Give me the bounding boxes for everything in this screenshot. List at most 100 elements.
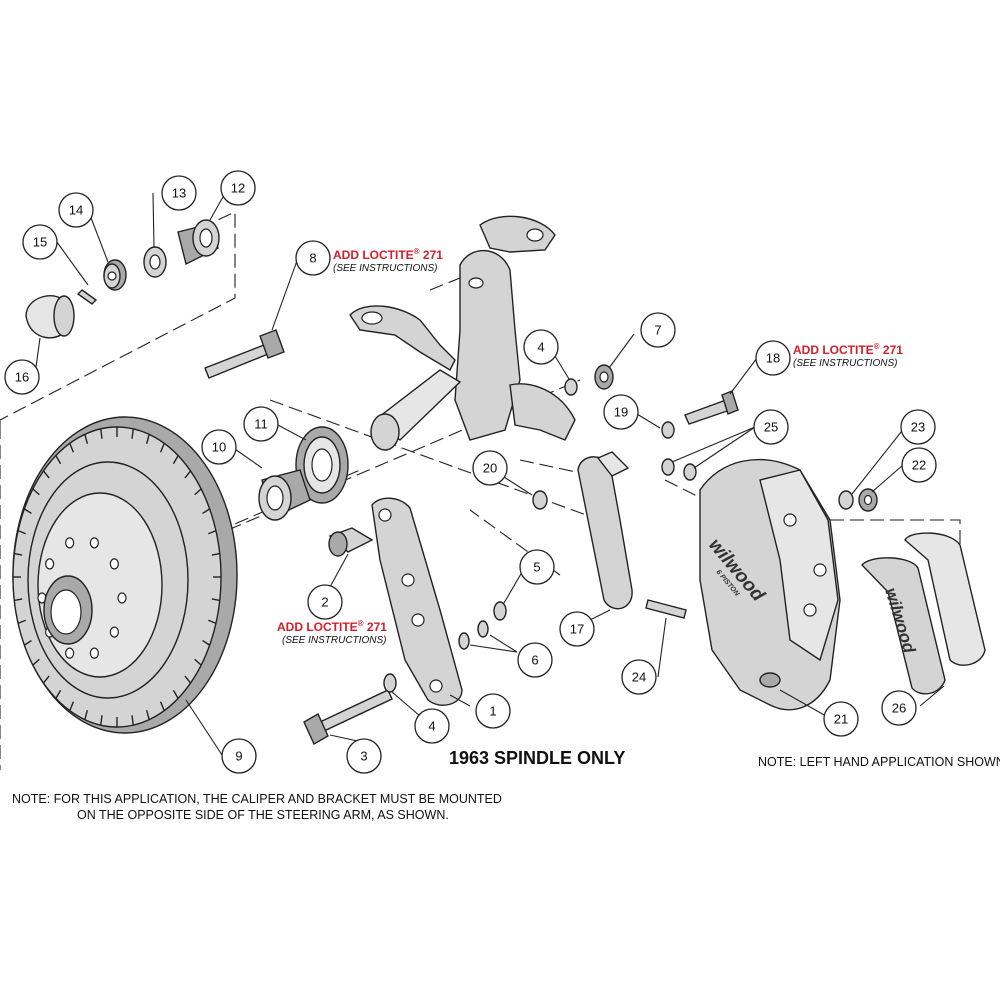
- rotor-vent: [131, 715, 134, 726]
- rotor-vent: [208, 529, 217, 535]
- svg-text:4: 4: [428, 719, 435, 734]
- cotter-pin: [76, 289, 98, 305]
- callout-16: 16: [4, 359, 40, 395]
- rotor-vent: [17, 619, 26, 625]
- svg-text:ADD LOCTITE® 271: ADD LOCTITE® 271: [333, 247, 443, 262]
- svg-text:22: 22: [912, 458, 926, 473]
- nut-7: [594, 364, 614, 390]
- callout-5: 5: [519, 549, 555, 585]
- grease-seal: [295, 426, 349, 504]
- callout-15: 15: [22, 224, 58, 260]
- loctite-note-bolt-2: ADD LOCTITE® 271 (SEE INSTRUCTIONS): [277, 619, 387, 646]
- svg-text:4: 4: [537, 340, 544, 355]
- callout-7: 7: [640, 312, 676, 348]
- rotor-vent: [23, 508, 32, 515]
- inner-bearing: [258, 469, 311, 521]
- loctite-note-bolt-18: ADD LOCTITE® 271 (SEE INSTRUCTIONS): [793, 342, 903, 369]
- rotor-vent: [202, 508, 211, 515]
- rotor-vent: [17, 529, 26, 535]
- washer-23: [838, 490, 854, 510]
- rotor-vent: [159, 443, 165, 453]
- dust-cap: [25, 295, 75, 339]
- stud-24: [645, 599, 687, 619]
- callout-13: 13: [161, 175, 197, 211]
- rotor-vent: [172, 455, 179, 465]
- callout-18: 18: [755, 340, 791, 376]
- callout-11: 11: [243, 406, 279, 442]
- rotor-vent: [159, 701, 165, 711]
- rotor-vent: [55, 455, 62, 465]
- bolt-8: [204, 329, 285, 379]
- rotor-lug-hole: [109, 558, 119, 570]
- rotor-vent: [42, 470, 50, 479]
- rotor-vent: [84, 434, 89, 445]
- svg-text:19: 19: [614, 405, 628, 420]
- rotor-vent: [32, 658, 40, 666]
- rotor-lug-hole: [89, 537, 99, 549]
- rotor-vent: [184, 470, 192, 479]
- svg-text:3: 3: [360, 749, 367, 764]
- callout-6: 6: [517, 642, 553, 678]
- rotor-vent: [131, 428, 134, 439]
- svg-text:12: 12: [231, 181, 245, 196]
- mounting-note-line-2: ON THE OPPOSITE SIDE OF THE STEERING ARM…: [77, 808, 449, 822]
- callout-21: 21: [823, 701, 859, 737]
- callout-badges: 1 2 3 4 4 5 6 7 8 9 10 11 12 13 14 15 16…: [4, 170, 937, 774]
- svg-text:23: 23: [911, 420, 925, 435]
- svg-text:5: 5: [533, 560, 540, 575]
- washer-20: [532, 490, 548, 510]
- svg-text:(SEE INSTRUCTIONS): (SEE INSTRUCTIONS): [333, 263, 437, 274]
- callout-24: 24: [621, 659, 657, 695]
- callout-4b: 4: [414, 708, 450, 744]
- callout-14: 14: [58, 192, 94, 228]
- nut-22: [858, 488, 878, 512]
- spindle: [349, 215, 576, 451]
- callout-22: 22: [901, 447, 937, 483]
- loctite-note-bolt-8: ADD LOCTITE® 271 (SEE INSTRUCTIONS): [333, 247, 443, 274]
- rotor: [12, 416, 238, 734]
- svg-text:25: 25: [764, 420, 778, 435]
- washer-4-lower: [383, 673, 397, 693]
- washer-25b: [683, 463, 697, 481]
- callout-4a: 4: [523, 329, 559, 365]
- rotor-vent: [211, 598, 220, 602]
- callout-10: 10: [201, 429, 237, 465]
- outer-bearing: [177, 219, 220, 266]
- svg-text:18: 18: [766, 351, 780, 366]
- diagram-title: 1963 SPINDLE ONLY: [449, 748, 626, 768]
- rotor-vent: [202, 639, 211, 646]
- rotor-vent: [145, 434, 150, 445]
- rotor-vent: [14, 552, 23, 556]
- rotor-lug-hole: [109, 626, 119, 638]
- callout-3: 3: [346, 738, 382, 774]
- brake-pads: wilwood: [861, 532, 986, 695]
- rotor-vent: [14, 598, 23, 602]
- svg-text:20: 20: [483, 461, 497, 476]
- washer-25a: [661, 458, 675, 476]
- mounting-note-line-1: NOTE: FOR THIS APPLICATION, THE CALIPER …: [12, 792, 502, 806]
- castle-nut: [103, 259, 127, 291]
- rotor-vent: [172, 689, 179, 699]
- svg-text:17: 17: [570, 622, 584, 637]
- rotor-vent: [42, 675, 50, 684]
- callout-8: 8: [295, 240, 331, 276]
- rotor-vent: [100, 428, 103, 439]
- svg-text:2: 2: [321, 595, 328, 610]
- leader-lines: [35, 187, 945, 756]
- svg-text:9: 9: [235, 749, 242, 764]
- shim-6a: [458, 632, 470, 650]
- svg-text:26: 26: [892, 701, 906, 716]
- svg-text:11: 11: [254, 417, 268, 432]
- svg-text:21: 21: [834, 712, 848, 727]
- caliper: wilwood 6 PISTON: [699, 458, 841, 711]
- svg-text:16: 16: [15, 370, 29, 385]
- callout-25: 25: [753, 409, 789, 445]
- caliper-bracket: [577, 451, 633, 610]
- rotor-vent: [69, 701, 75, 711]
- callout-19: 19: [603, 394, 639, 430]
- svg-text:24: 24: [632, 670, 646, 685]
- svg-text:8: 8: [309, 251, 316, 266]
- svg-text:6: 6: [531, 653, 538, 668]
- bolt-2: [328, 527, 374, 557]
